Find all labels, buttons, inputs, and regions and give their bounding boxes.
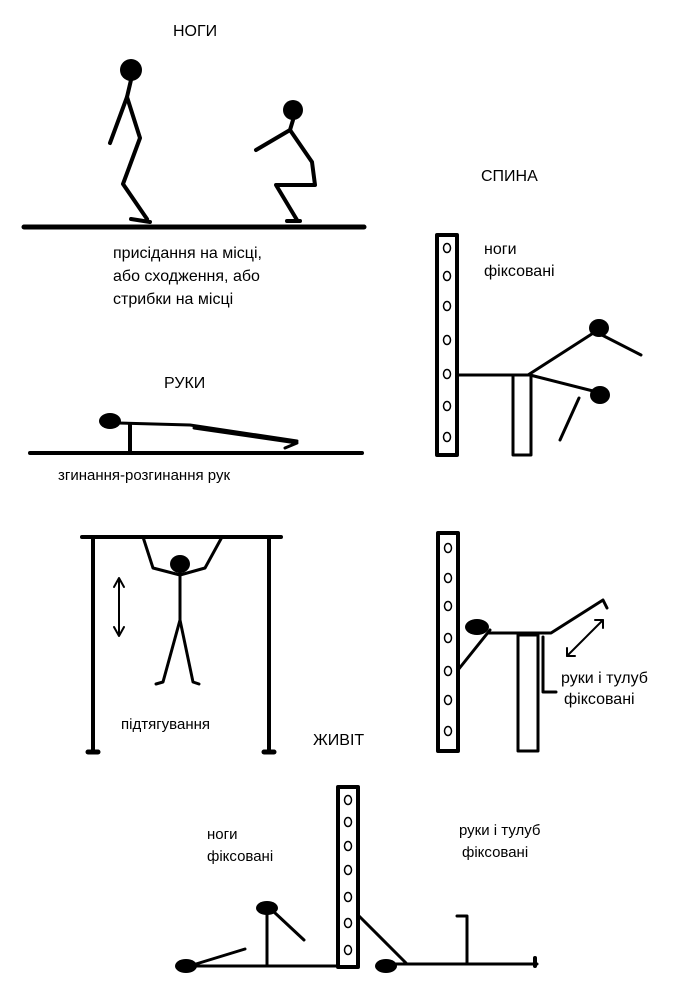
squatting-figure xyxy=(254,100,317,223)
pullup-figure xyxy=(141,535,224,686)
situp-figure-left xyxy=(175,901,306,973)
belly-legs-fixed-line-1: ноги xyxy=(207,826,238,843)
back-legs-fixed-line-1: ноги xyxy=(484,241,517,258)
belly-heading: ЖИВІТ xyxy=(313,732,365,749)
back-heading: СПИНА xyxy=(481,168,538,185)
back-arms-fixed-line-1: руки і тулуб xyxy=(561,670,648,687)
pullup-caption: підтягування xyxy=(121,716,211,733)
standing-figure xyxy=(108,59,152,224)
belly-arms-fixed-line-2: фіксовані xyxy=(462,844,529,861)
wall-bars-bottom xyxy=(336,785,360,969)
belly-legs-fixed-line-2: фіксовані xyxy=(207,848,274,865)
wall-bars-top xyxy=(435,233,459,457)
legs-heading: НОГИ xyxy=(173,23,218,40)
arms-heading: РУКИ xyxy=(164,375,206,392)
back-extension-bench xyxy=(511,373,533,457)
legs-caption-line-2: або сходження, або xyxy=(113,268,260,285)
back-extension-figure xyxy=(455,319,643,442)
vertical-arrow-icon xyxy=(113,577,125,637)
wall-bars-middle xyxy=(436,531,460,753)
legs-caption-line-1: присідання на місці, xyxy=(113,245,262,262)
belly-arms-fixed-line-1: руки і тулуб xyxy=(459,822,541,839)
pullup-bar-frame xyxy=(80,535,283,755)
legs-caption-line-3: стрибки на місці xyxy=(113,291,234,308)
diagonal-arrow-icon xyxy=(566,619,604,657)
reverse-hyper-bench xyxy=(516,633,558,753)
reverse-hyper-figure xyxy=(456,598,609,672)
pushup-caption: згинання-розгинання рук xyxy=(58,467,231,484)
pushup-figure xyxy=(99,413,299,454)
back-legs-fixed-line-2: фіксовані xyxy=(484,263,555,280)
back-arms-fixed-line-2: фіксовані xyxy=(564,691,635,708)
leg-raise-figure-right xyxy=(356,913,539,973)
